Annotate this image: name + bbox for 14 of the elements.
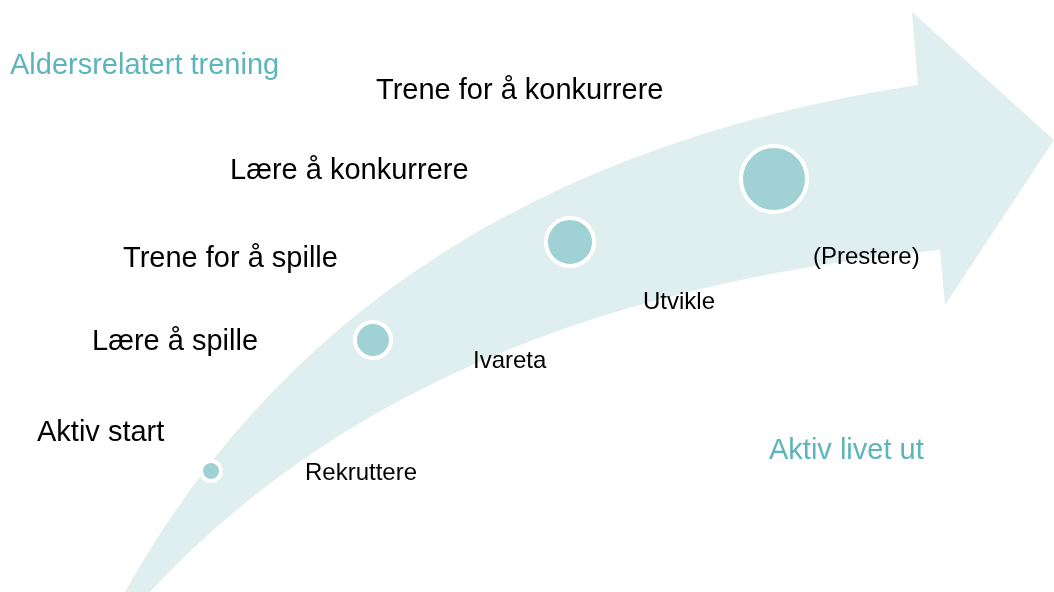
stage-label: Trene for å spille xyxy=(123,240,338,275)
stage-label: Lære å konkurrere xyxy=(230,152,469,187)
stage-label: Lære å spille xyxy=(92,323,259,358)
stage-label: Aktiv start xyxy=(37,414,165,449)
stage-dot xyxy=(353,320,393,360)
phase-label: (Prestere) xyxy=(813,242,920,271)
stage-label: Trene for å konkurrere xyxy=(376,72,664,107)
stage-dot xyxy=(199,459,223,483)
stage-dot xyxy=(739,144,809,214)
title: Aldersrelatert trening xyxy=(10,47,280,82)
phase-label: Ivareta xyxy=(473,346,547,375)
phase-label: Aktiv livet ut xyxy=(769,432,924,467)
phase-label: Rekruttere xyxy=(305,458,418,487)
phase-label: Utvikle xyxy=(643,287,715,316)
